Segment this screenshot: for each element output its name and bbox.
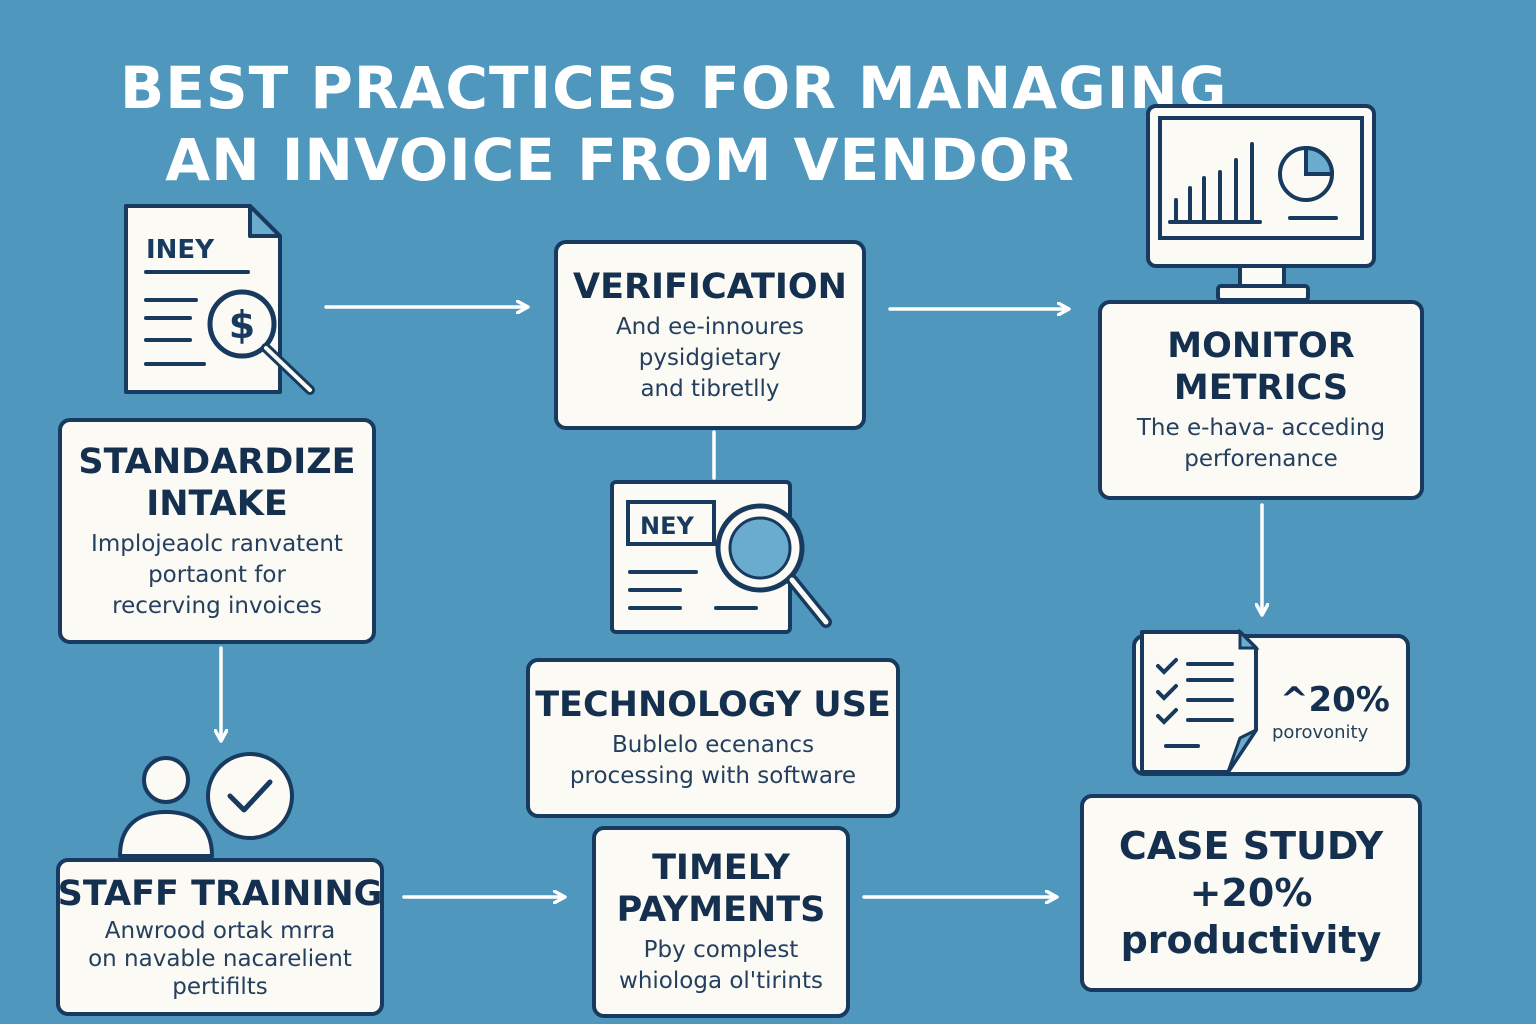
step-technology-use: TECHNOLOGY USE Bublelo ecenancs processi… bbox=[526, 658, 900, 818]
step-heading: TIMELY PAYMENTS bbox=[616, 848, 826, 930]
review-document-icon: NEY bbox=[610, 480, 832, 634]
invoice-document-icon: INEY $ bbox=[124, 204, 315, 395]
title-line-1: BEST PRACTICES FOR MANAGING bbox=[120, 54, 1228, 122]
step-timely-payments: TIMELY PAYMENTS Pby complest whiologa ol… bbox=[592, 826, 850, 1018]
dollar-icon: $ bbox=[229, 303, 255, 347]
step-heading: VERIFICATION bbox=[573, 266, 847, 307]
review-doc-label: NEY bbox=[640, 512, 694, 540]
invoice-doc-label: INEY bbox=[146, 235, 215, 265]
step-heading: TECHNOLOGY USE bbox=[535, 685, 891, 725]
check-icon bbox=[227, 779, 273, 813]
step-monitor-metrics: MONITOR METRICS The e-hava- acceding per… bbox=[1098, 300, 1424, 500]
page-title: BEST PRACTICES FOR MANAGING AN INVOICE F… bbox=[120, 52, 1228, 196]
step-heading: CASE STUDY +20% productivity bbox=[1118, 823, 1384, 962]
step-description: Anwrood ortak mrra on navable nacarelien… bbox=[88, 918, 352, 1000]
step-description: And ee-innoures pysidgietary and tibretl… bbox=[615, 313, 805, 402]
step-description: Pby complest whiologa ol'tirints bbox=[619, 937, 823, 994]
step-heading: STAFF TRAINING bbox=[57, 874, 383, 914]
title-line-2: AN INVOICE FROM VENDOR bbox=[165, 126, 1075, 194]
step-description: Imploјeaolc ranvatent portaont for recer… bbox=[91, 530, 343, 619]
checklist-icon bbox=[1140, 628, 1260, 774]
step-case-study: CASE STUDY +20% productivity bbox=[1080, 794, 1422, 992]
stat-label: porovonity bbox=[1272, 722, 1369, 743]
monitor-chart-icon bbox=[1146, 104, 1376, 302]
step-heading: MONITOR METRICS bbox=[1167, 326, 1355, 408]
staff-approved-icon bbox=[118, 752, 294, 858]
step-description: Bublelo ecenancs processing with softwar… bbox=[569, 732, 857, 789]
step-staff-training: STAFF TRAINING Anwrood ortak mrra on nav… bbox=[56, 858, 384, 1016]
step-heading: STANDARDIZE INTAKE bbox=[78, 441, 356, 524]
step-description: The e-hava- acceding perforenance bbox=[1136, 415, 1386, 472]
stat-value: ^20% bbox=[1280, 680, 1390, 720]
step-verification: VERIFICATION And ee-innoures pysidgietar… bbox=[554, 240, 866, 430]
step-standardize-intake: STANDARDIZE INTAKE Imploјeaolc ranvatent… bbox=[58, 418, 376, 644]
